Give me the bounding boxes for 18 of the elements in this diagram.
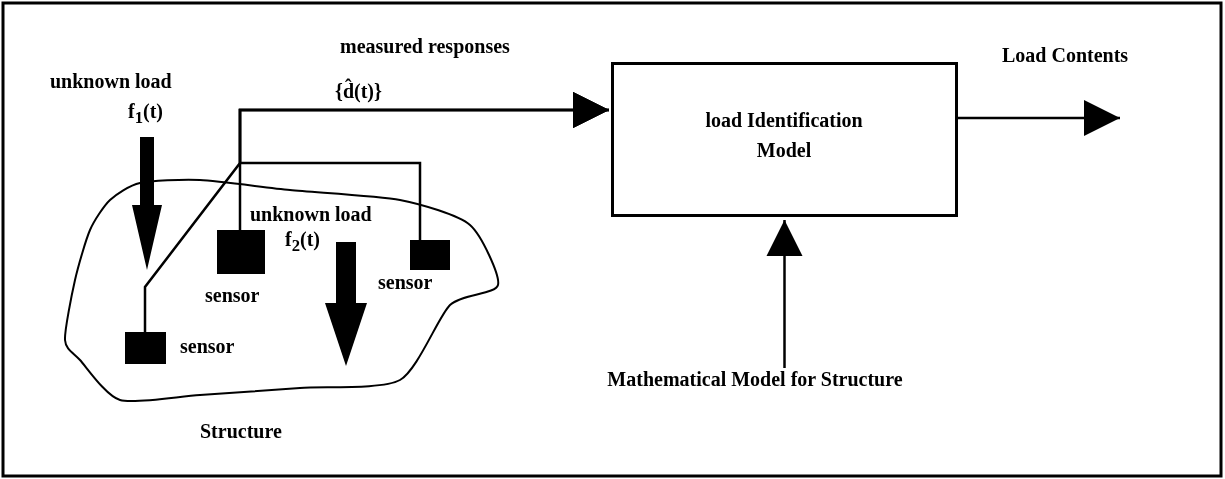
sensor-label: sensor — [180, 335, 235, 357]
structure-label: Structure — [200, 420, 282, 442]
sensor-label: sensor — [205, 284, 260, 306]
annotation-text: unknown load — [250, 203, 372, 225]
edge-label: measured responses — [340, 35, 510, 57]
arrow — [958, 100, 1120, 136]
box-label: load Identification Model — [704, 108, 864, 163]
sensor-block — [410, 240, 450, 270]
annotation-text: f$_{1}$(t) — [128, 100, 163, 128]
sensor-label: sensor — [378, 271, 433, 293]
input-label: Mathematical Model for Structure — [606, 368, 904, 390]
annotation-text: unknown load — [50, 70, 172, 92]
sensor-block — [217, 230, 265, 274]
annotation-text: f$_{2}$(t) — [285, 228, 320, 256]
sensor-block — [125, 332, 166, 364]
arrow — [766, 220, 803, 368]
annotation-text: {d̂(t)} — [335, 80, 382, 102]
process-box — [611, 62, 958, 217]
